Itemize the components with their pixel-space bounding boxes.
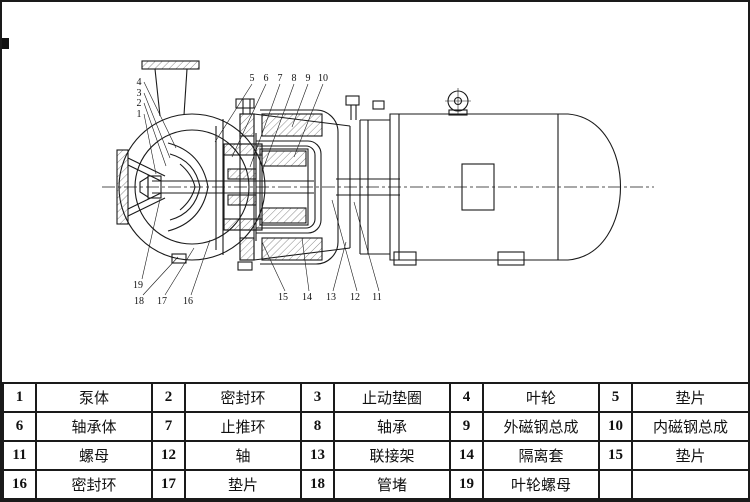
motor-feet: [393, 251, 525, 266]
callout-number: 11: [372, 292, 382, 303]
part-number-cell: 17: [151, 469, 186, 500]
part-name-cell: 密封环: [184, 382, 302, 413]
part-number-cell: 6: [2, 411, 37, 442]
part-number-cell: 19: [449, 469, 484, 500]
impeller: [139, 142, 209, 232]
callout-number: 2: [137, 98, 142, 109]
leader-lines: [141, 81, 380, 296]
part-name-cell: 密封环: [35, 469, 153, 500]
table-row: 11 螺母 12 轴 13 联接架 14 隔离套 15 垫片: [2, 440, 748, 471]
part-name-cell: 轴承: [333, 411, 451, 442]
table-row: 1 泵体 2 密封环 3 止动垫圈 4 叶轮 5 垫片: [2, 382, 748, 413]
part-number-cell: [598, 469, 633, 500]
callout-number: 9: [306, 73, 311, 84]
bolt-icon: [372, 100, 385, 110]
part-number-cell: 14: [449, 440, 484, 471]
callout-number: 12: [350, 292, 360, 303]
callout-number: 8: [292, 73, 297, 84]
bolt-icon: [345, 95, 360, 106]
callout-number: 6: [264, 73, 269, 84]
part-name-cell: 隔离套: [482, 440, 600, 471]
part-number-cell: 7: [151, 411, 186, 442]
callout-number: 7: [278, 73, 283, 84]
part-name-cell: 垫片: [184, 469, 302, 500]
bolt-icon: [237, 261, 253, 271]
part-name-cell: 轴承体: [35, 411, 153, 442]
callout-number: 18: [134, 296, 144, 307]
motor-body: [389, 113, 621, 261]
outer-magnet-assembly: [260, 109, 339, 265]
table-row: 16 密封环 17 垫片 18 管堵 19 叶轮螺母: [2, 469, 748, 500]
drain-plug: [171, 253, 187, 264]
pump-volute: [118, 113, 266, 264]
motor-nameplate: [461, 163, 495, 211]
part-number-cell: 16: [2, 469, 37, 500]
part-name-cell: 外磁钢总成: [482, 411, 600, 442]
part-name-cell: 止推环: [184, 411, 302, 442]
part-number-cell: 3: [300, 382, 335, 413]
lifting-eye: [445, 88, 471, 116]
callout-number: 4: [137, 77, 142, 88]
lantern-bracket: [253, 95, 390, 261]
callout-number: 5: [250, 73, 255, 84]
casing-flange: [235, 98, 255, 271]
part-name-cell: 螺母: [35, 440, 153, 471]
table-row: 6 轴承体 7 止推环 8 轴承 9 外磁钢总成 10 内磁钢总成: [2, 411, 748, 442]
part-number-cell: 13: [300, 440, 335, 471]
discharge-flange: [141, 60, 200, 117]
part-name-cell: 联接架: [333, 440, 451, 471]
part-number-cell: 1: [2, 382, 37, 413]
bearing-lower: [227, 194, 257, 206]
callout-numbers: 5 6 7 8 9 10 4 3 2 1 19 18 17 16 15 14 1…: [133, 73, 382, 307]
part-name-cell: 垫片: [631, 382, 748, 413]
part-name-cell: 叶轮螺母: [482, 469, 600, 500]
part-number-cell: 12: [151, 440, 186, 471]
part-number-cell: 15: [598, 440, 633, 471]
callout-number: 3: [137, 88, 142, 99]
suction-flange: [116, 149, 166, 225]
part-name-cell: 管堵: [333, 469, 451, 500]
part-number-cell: 2: [151, 382, 186, 413]
part-number-cell: 18: [300, 469, 335, 500]
part-number-cell: 4: [449, 382, 484, 413]
callout-number: 19: [133, 280, 143, 291]
part-name-cell: 止动垫圈: [333, 382, 451, 413]
bolt-icon: [235, 98, 255, 109]
parts-table: 1 泵体 2 密封环 3 止动垫圈 4 叶轮 5 垫片 6 轴承体 7 止推环 …: [2, 382, 748, 500]
bearing-upper: [227, 168, 257, 180]
part-number-cell: 9: [449, 411, 484, 442]
part-name-cell: 轴: [184, 440, 302, 471]
callout-number: 15: [278, 292, 288, 303]
callout-number: 14: [302, 292, 312, 303]
part-name-cell: 叶轮: [482, 382, 600, 413]
scan-artifact: [2, 38, 9, 49]
part-number-cell: 11: [2, 440, 37, 471]
callout-number: 16: [183, 296, 193, 307]
part-number-cell: 8: [300, 411, 335, 442]
callout-number: 13: [326, 292, 336, 303]
part-number-cell: 5: [598, 382, 633, 413]
pump-assembly-diagram: 5 6 7 8 9 10 4 3 2 1 19 18 17 16 15 14 1…: [102, 60, 654, 307]
callout-number: 17: [157, 296, 167, 307]
part-name-cell: 内磁钢总成: [631, 411, 748, 442]
callout-number: 10: [318, 73, 328, 84]
callout-number: 1: [137, 109, 142, 120]
part-name-cell: 垫片: [631, 440, 748, 471]
part-name-cell: 泵体: [35, 382, 153, 413]
part-name-cell: [631, 469, 748, 500]
bearing-housing: [223, 143, 263, 231]
part-number-cell: 10: [598, 411, 633, 442]
